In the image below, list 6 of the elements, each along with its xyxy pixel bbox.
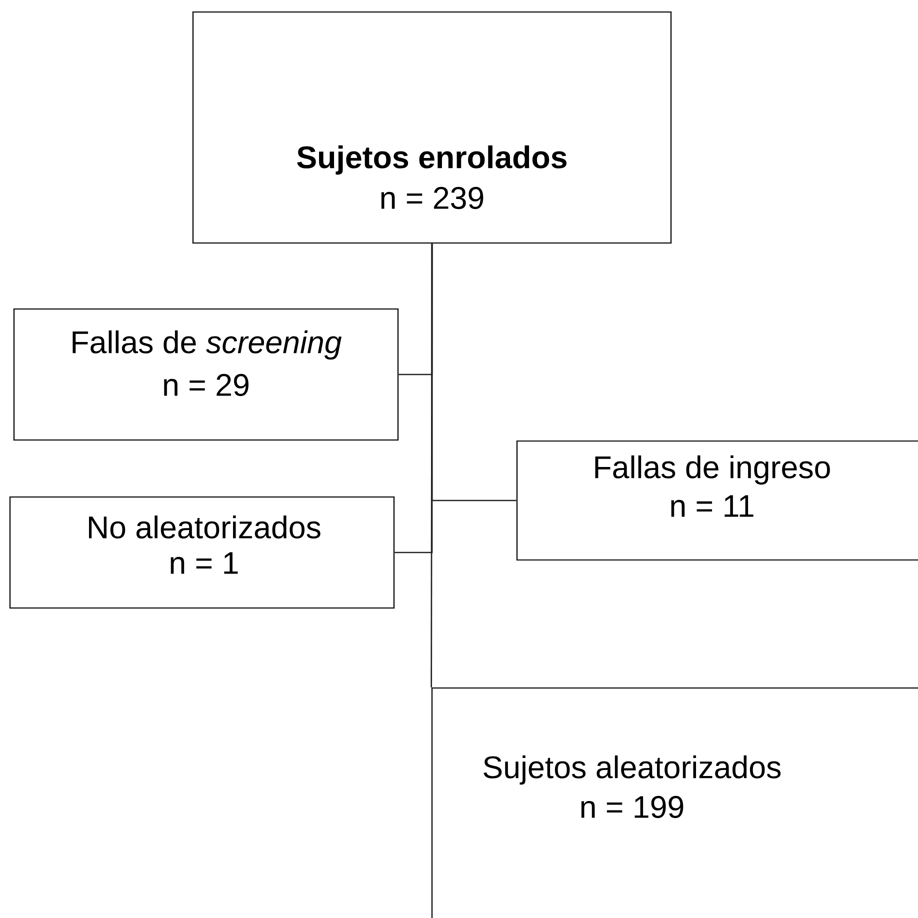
flow-box: Fallas de screening n = 29: [13, 308, 399, 441]
flow-box: Fallas de ingreso n = 11: [516, 440, 918, 561]
flow-box: Sujetos aleatorizados n = 199: [431, 687, 918, 918]
flow-box: No aleatorizados n = 1: [9, 496, 395, 609]
connector-line: [430, 244, 433, 688]
flow-box: Sujetos enrolados n = 239: [192, 11, 672, 244]
